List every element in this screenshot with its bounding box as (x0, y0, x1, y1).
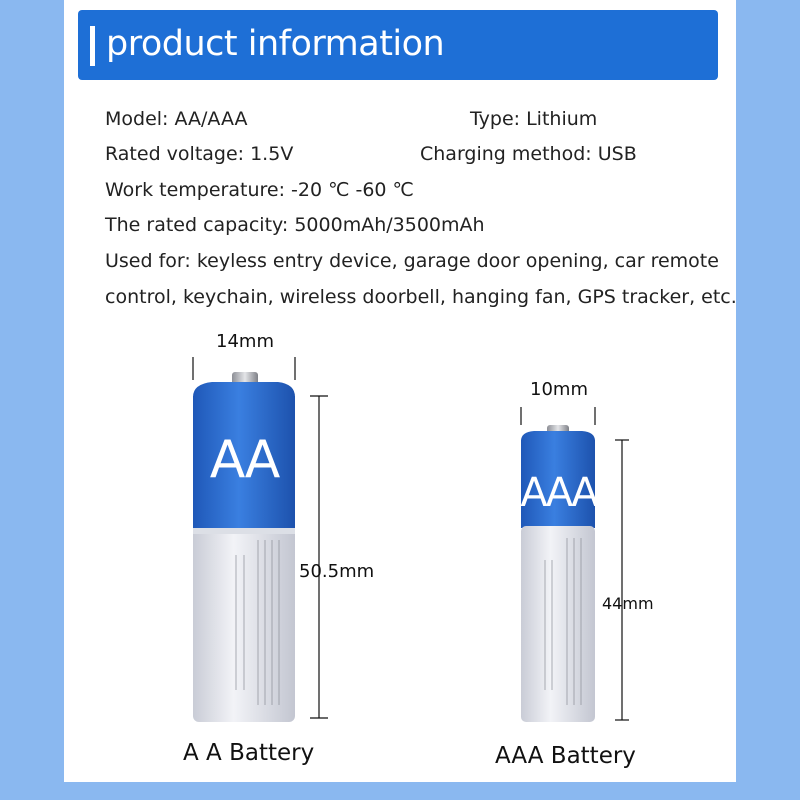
aa-height-dimension (310, 395, 328, 719)
spec-charging: Charging method: USB (420, 143, 637, 165)
aa-width-label: 14mm (216, 331, 274, 352)
aa-height-label: 50.5mm (299, 561, 375, 582)
page-title: product information (106, 24, 445, 64)
page-canvas (64, 0, 736, 782)
aaa-width-dimension (520, 407, 596, 425)
spec-type: Type: Lithium (470, 108, 598, 130)
aaa-height-dimension (615, 439, 629, 721)
spec-model: Model: AA/AAA (105, 108, 248, 130)
aaa-width-label: 10mm (530, 379, 588, 400)
spec-used-for-line-2: control, keychain, wireless doorbell, ha… (105, 286, 737, 308)
aaa-body-text: AAA (520, 470, 599, 516)
aaa-battery-name: AAA Battery (495, 743, 636, 769)
aa-body-text: AA (210, 430, 281, 490)
header-accent-bar (90, 26, 95, 66)
spec-voltage: Rated voltage: 1.5V (105, 143, 294, 165)
aaa-height-label: 44mm (602, 594, 654, 613)
aa-battery-icon: AA (193, 372, 295, 722)
spec-capacity: The rated capacity: 5000mAh/3500mAh (105, 214, 485, 236)
header-banner: product information (78, 10, 718, 80)
aa-width-dimension (192, 357, 296, 380)
aaa-battery-icon: AAA (520, 425, 602, 722)
spec-used-for-line-1: Used for: keyless entry device, garage d… (105, 250, 719, 272)
aa-battery-name: A A Battery (183, 740, 315, 766)
spec-temperature: Work temperature: -20 ℃ -60 ℃ (105, 179, 414, 201)
